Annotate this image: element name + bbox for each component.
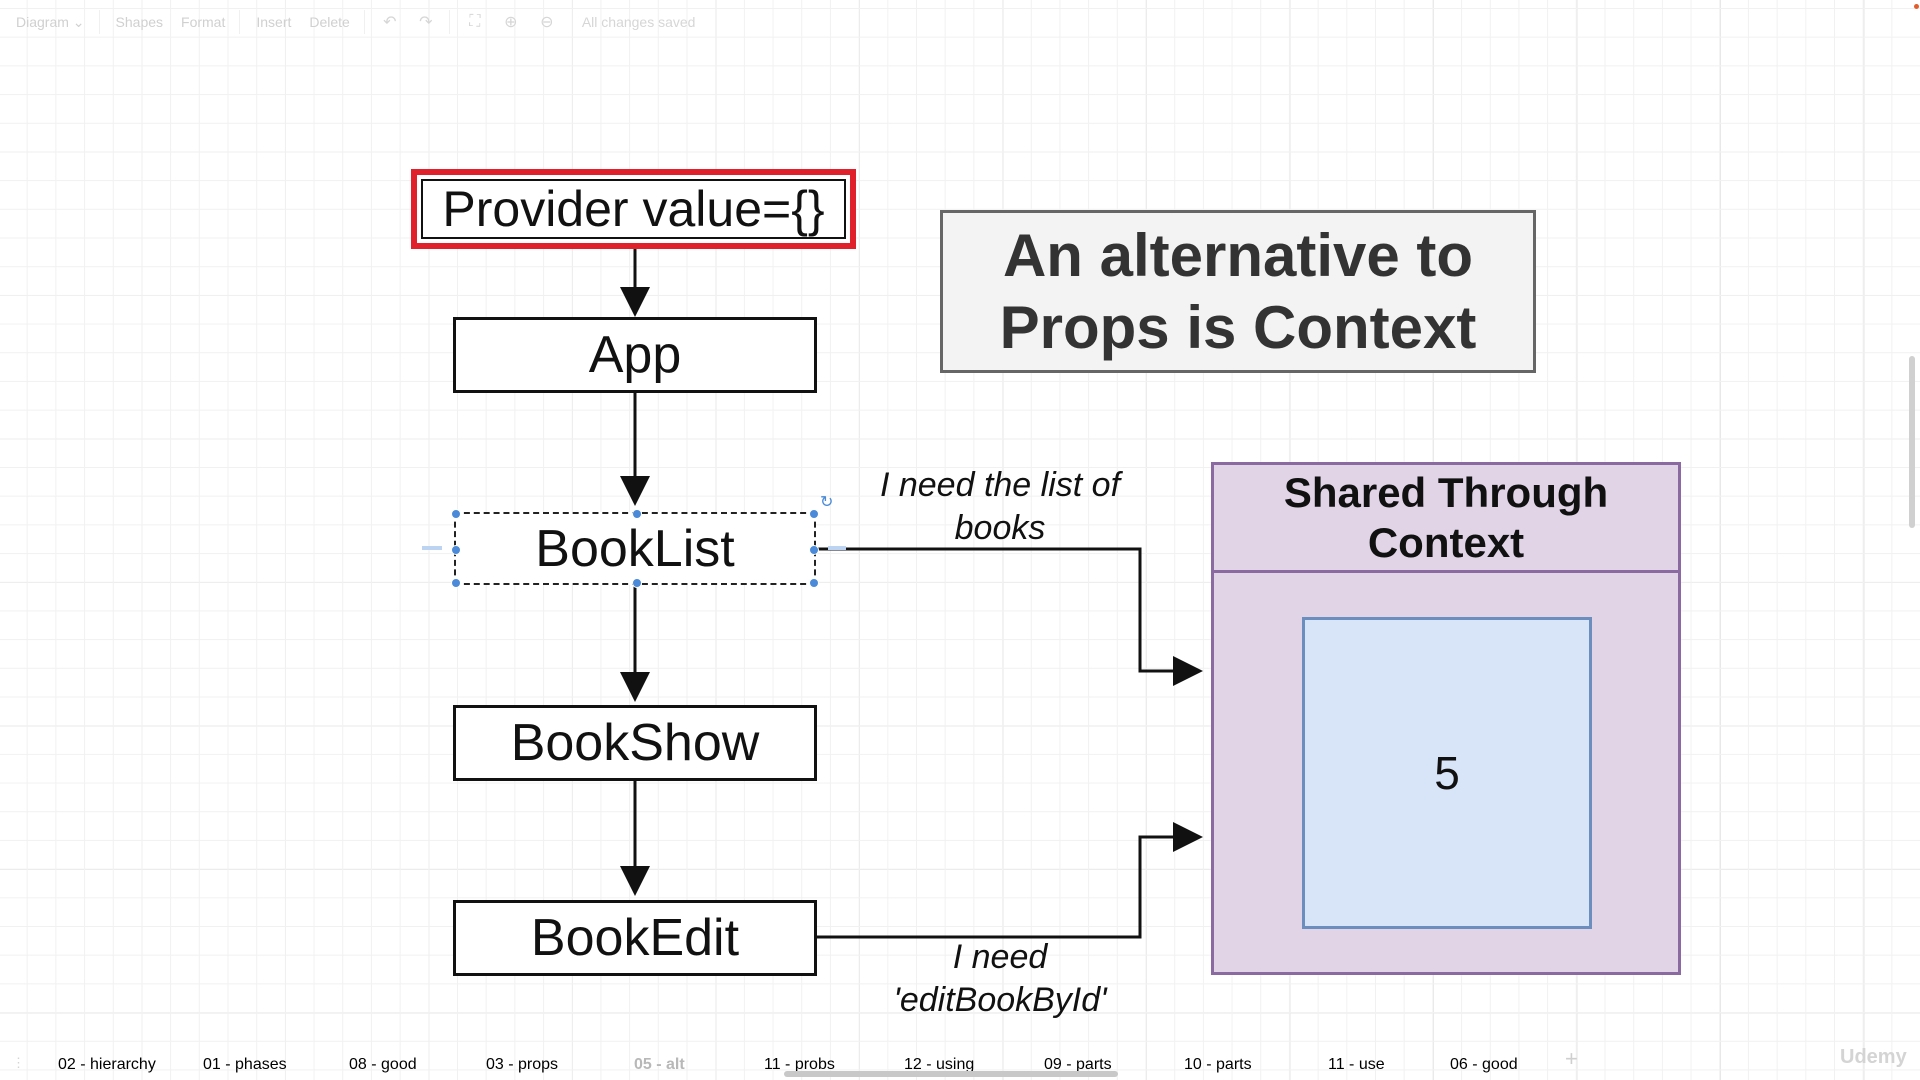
resize-handle[interactable] xyxy=(809,509,819,519)
resize-handle[interactable] xyxy=(809,578,819,588)
redo-icon[interactable]: ↷ xyxy=(419,14,433,31)
insert-button[interactable]: Insert xyxy=(256,14,292,30)
page-tab[interactable]: 10 - parts xyxy=(1184,1056,1252,1073)
rotate-handle-icon[interactable]: ↻ xyxy=(820,494,834,511)
note-booklist-line-1: I need the list of xyxy=(879,466,1121,504)
resize-handle[interactable] xyxy=(632,578,642,588)
title-line-2: Props is Context xyxy=(999,293,1477,361)
page-tab[interactable]: 11 - probs xyxy=(764,1056,835,1073)
udemy-watermark: Udemy xyxy=(1840,1046,1907,1068)
context-header: Shared Through Context xyxy=(1214,465,1678,573)
title-line-1: An alternative to xyxy=(1002,221,1474,289)
context-title-line-2: Context xyxy=(1367,518,1525,566)
zoom-in-icon[interactable]: ⊕ xyxy=(504,14,518,31)
note-booklist-line-2: books xyxy=(954,509,1046,547)
page-tab[interactable]: 08 - good xyxy=(349,1056,417,1073)
bookedit-box[interactable]: BookEdit xyxy=(453,900,817,976)
page-tab[interactable]: 06 - good xyxy=(1450,1056,1518,1073)
fit-page-icon[interactable]: ⛶ xyxy=(469,13,481,30)
resize-handle[interactable] xyxy=(632,509,642,519)
context-container[interactable]: Shared Through Context 5 xyxy=(1211,462,1681,975)
toolbar: Diagram ⌄ Shapes Format Insert Delete ↶ … xyxy=(0,0,1920,44)
page-tab[interactable]: 02 - hierarchy xyxy=(58,1056,156,1073)
diagram-menu-button[interactable]: Diagram ⌄ xyxy=(16,13,85,30)
page-tab[interactable]: 12 - using xyxy=(904,1056,975,1073)
resize-handle[interactable] xyxy=(809,545,819,555)
resize-handle[interactable] xyxy=(451,545,461,555)
provider-box[interactable]: Provider value={} xyxy=(411,169,856,249)
page-menu-icon[interactable]: ⋮ xyxy=(12,1055,25,1070)
app-label: App xyxy=(588,326,682,384)
recording-indicator xyxy=(1914,4,1919,9)
context-title-line-1: Shared Through xyxy=(1283,468,1609,516)
format-button[interactable]: Format xyxy=(181,14,226,30)
note-bookedit[interactable]: I need 'editBookById' xyxy=(860,936,1140,1022)
toolbar-divider xyxy=(448,10,450,34)
app-box[interactable]: App xyxy=(453,317,817,393)
provider-inner-border xyxy=(421,179,846,239)
bookshow-box[interactable]: BookShow xyxy=(453,705,817,781)
shapes-button[interactable]: Shapes xyxy=(115,14,164,30)
resize-handle[interactable] xyxy=(451,578,461,588)
vertical-scrollbar[interactable] xyxy=(1909,356,1915,528)
toolbar-divider xyxy=(98,10,100,34)
horizontal-scrollbar[interactable] xyxy=(784,1071,1118,1077)
bookshow-label: BookShow xyxy=(510,714,760,772)
page-tab-active[interactable]: 05 - alt xyxy=(634,1056,685,1073)
page-tabs-bar: ⋮ xyxy=(0,1050,1920,1076)
context-value-box[interactable]: 5 xyxy=(1302,617,1592,929)
zoom-out-icon[interactable]: ⊖ xyxy=(540,14,554,31)
booklist-box[interactable]: BookList xyxy=(451,509,819,588)
page-tab[interactable]: 11 - use xyxy=(1328,1056,1385,1073)
save-status: All changes saved xyxy=(581,14,696,30)
arrow-booklist-to-context xyxy=(815,547,1203,686)
resize-handle[interactable] xyxy=(451,509,461,519)
note-bookedit-line-1: I need xyxy=(952,938,1048,976)
toolbar-divider xyxy=(363,10,365,34)
undo-icon[interactable]: ↶ xyxy=(383,14,397,31)
page-tab[interactable]: 01 - phases xyxy=(203,1056,287,1073)
arrow-bookedit-to-context xyxy=(815,822,1203,939)
context-value: 5 xyxy=(1434,747,1460,799)
note-bookedit-line-2: 'editBookById' xyxy=(893,981,1107,1019)
booklist-label: BookList xyxy=(535,519,735,578)
note-booklist[interactable]: I need the list of books xyxy=(860,464,1140,550)
page-tab[interactable]: 09 - parts xyxy=(1044,1056,1112,1073)
delete-button[interactable]: Delete xyxy=(309,14,350,30)
page-tab[interactable]: 03 - props xyxy=(486,1056,559,1073)
toolbar-divider xyxy=(239,10,241,34)
provider-label: Provider value={} xyxy=(442,181,825,237)
bookedit-label: BookEdit xyxy=(530,909,740,967)
title-box[interactable]: An alternative to Props is Context xyxy=(940,210,1536,373)
add-page-icon[interactable]: + xyxy=(1565,1046,1578,1071)
